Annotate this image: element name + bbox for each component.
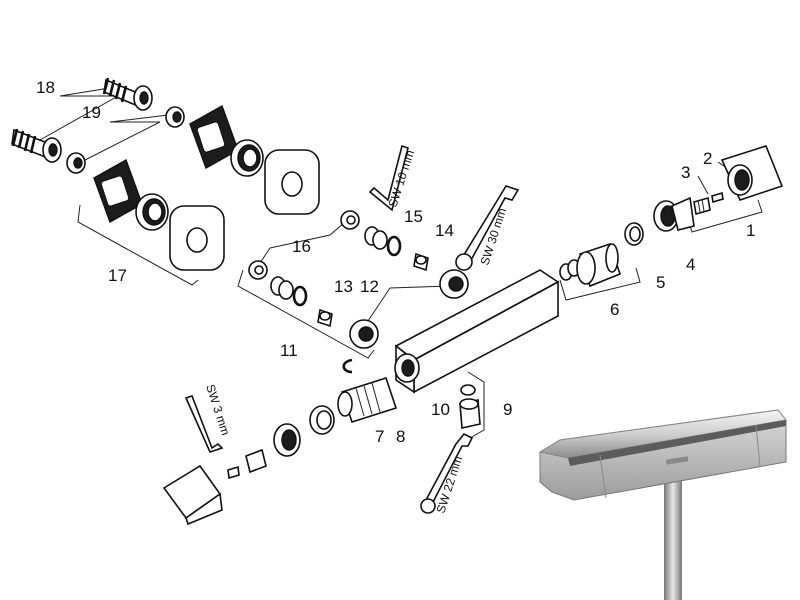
allen-key-sw3: [184, 394, 224, 453]
part-3-adapter-screw: [693, 191, 724, 216]
wrench-sw22: [420, 432, 474, 514]
part-8-thermo-cartridge: [337, 376, 398, 424]
allen-key-sw10: [368, 144, 409, 212]
callout-15: 15: [404, 207, 423, 226]
part-9-nut: [459, 398, 481, 429]
callout-19: 19: [82, 103, 101, 122]
label-sw10: SW 10 mm: [386, 148, 418, 209]
part-ring-lower-left: [309, 405, 335, 435]
thermostat-body: [394, 269, 560, 394]
callout-2: 2: [703, 149, 712, 168]
callout-18: 18: [36, 78, 55, 97]
callout-7: 7: [375, 427, 384, 446]
callout-9: 9: [503, 400, 512, 419]
part-13-filter-lower: [317, 308, 333, 328]
part-14-filter: [413, 252, 429, 272]
label-sw3: SW 3 mm: [203, 383, 233, 437]
part-16-washer-upper: [340, 210, 360, 230]
part-18-eccentric-connector-lower: [11, 128, 62, 163]
part-7-circlip: [342, 358, 353, 374]
part-19-nut-upper: [165, 106, 185, 128]
leader-lines: [39, 85, 763, 439]
callout-1: 1: [746, 221, 755, 240]
callout-13: 13: [334, 277, 353, 296]
part-17-wall-plate-lower: [93, 158, 225, 271]
part-2-handle-cap: [720, 145, 784, 201]
callout-17: 17: [108, 266, 127, 285]
part-adapter-lower-left: [227, 448, 267, 480]
callout-11: 11: [280, 341, 298, 360]
callout-3: 3: [681, 163, 690, 182]
product-photo: [538, 409, 787, 600]
part-stop-ring-lower-left: [273, 423, 301, 457]
part-4-stop-ring: [653, 196, 695, 232]
part-handle-cap-lower-left: [162, 464, 223, 526]
part-19-nut-lower: [66, 152, 86, 174]
wrench-sw30: [455, 185, 520, 271]
part-16-washer-lower: [248, 260, 268, 280]
callout-labels: 18 19 17 16 15 14 13 12 11 10 9 7 8 6 5 …: [36, 78, 755, 446]
part-5-ring: [624, 222, 644, 246]
callout-14: 14: [435, 221, 454, 240]
callout-16: 16: [292, 237, 311, 256]
part-6-cartridge: [559, 242, 621, 288]
part-12-union-nut-lower: [349, 319, 379, 349]
part-11-check-valve-lower: [270, 276, 308, 307]
callout-6: 6: [610, 300, 619, 319]
part-18-eccentric-connector-upper: [102, 77, 153, 111]
callout-8: 8: [396, 427, 405, 446]
callout-4: 4: [686, 255, 695, 274]
callout-10: 10: [431, 400, 450, 419]
part-12-union-nut-upper: [439, 269, 469, 299]
callout-12: 12: [360, 277, 379, 296]
part-17-wall-plate-upper: [189, 104, 320, 215]
part-10-o-ring: [460, 384, 476, 396]
part-15-check-valve: [364, 226, 402, 257]
callout-5: 5: [656, 273, 665, 292]
